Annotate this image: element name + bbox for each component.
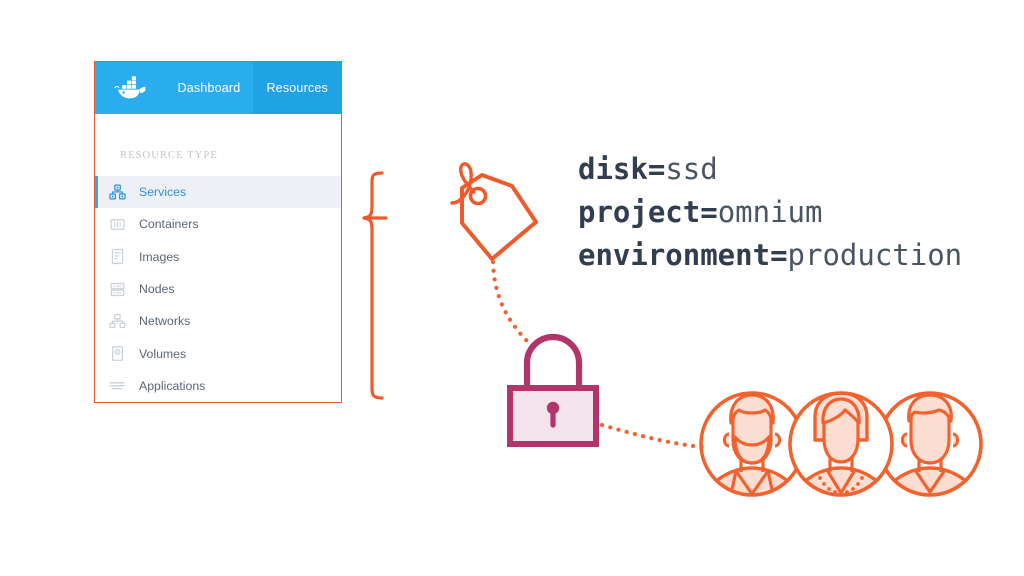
- sidebar-item-images-label: Images: [139, 249, 180, 264]
- sidebar-item-networks[interactable]: Networks: [95, 305, 341, 337]
- label-row-disk: disk=ssd: [578, 148, 962, 191]
- label-row-environment: environment=production: [578, 234, 962, 277]
- label-key-environment: environment: [578, 238, 771, 272]
- sidebar-item-applications[interactable]: Applications: [95, 370, 341, 402]
- price-tag-icon: [450, 162, 538, 261]
- services-icon: [95, 184, 139, 201]
- label-equals-1: =: [700, 195, 718, 229]
- images-icon: [95, 248, 139, 265]
- sidebar-item-nodes-label: Nodes: [139, 282, 175, 297]
- label-list: disk=ssd project=omnium environment=prod…: [578, 148, 962, 277]
- avatar-center: [788, 391, 894, 497]
- label-equals-2: =: [770, 238, 788, 272]
- docker-resources-panel: Dashboard Resources RESOURCE TYPE: [94, 61, 342, 403]
- sidebar-item-images[interactable]: Images: [95, 241, 341, 273]
- sidebar-item-networks-label: Networks: [139, 314, 191, 329]
- avatar-right: [877, 391, 983, 497]
- sidebar-item-services[interactable]: Services: [95, 176, 341, 209]
- tab-resources[interactable]: Resources: [253, 62, 341, 114]
- applications-icon: [95, 377, 139, 394]
- networks-icon: [95, 313, 139, 330]
- sidebar-item-volumes[interactable]: Volumes: [95, 337, 341, 369]
- sidebar-item-containers[interactable]: Containers: [95, 208, 341, 240]
- nodes-icon: [95, 281, 139, 298]
- panel-body: RESOURCE TYPE: [95, 114, 341, 402]
- resource-type-list: Services Containers: [95, 176, 341, 402]
- label-value-project: omnium: [717, 195, 823, 229]
- label-value-environment: production: [787, 238, 963, 272]
- label-key-project: project: [578, 195, 701, 229]
- three-users-icon: [699, 391, 983, 497]
- panel-topbar: Dashboard Resources: [95, 62, 341, 114]
- label-key-disk: disk: [578, 152, 648, 186]
- curly-brace-icon: [362, 171, 388, 400]
- avatar-left: [699, 391, 805, 497]
- dotted-connector-lock-to-people: [599, 422, 705, 450]
- tab-dashboard[interactable]: Dashboard: [164, 62, 253, 114]
- tab-resources-label: Resources: [266, 81, 328, 95]
- sidebar-item-services-label: Services: [139, 185, 187, 200]
- section-label-resource-type: RESOURCE TYPE: [120, 150, 218, 161]
- sidebar-item-nodes[interactable]: Nodes: [95, 273, 341, 305]
- volumes-icon: [95, 345, 139, 362]
- containers-icon: [95, 216, 139, 233]
- label-equals-0: =: [647, 152, 666, 186]
- sidebar-item-containers-label: Containers: [139, 217, 199, 232]
- sidebar-item-applications-label: Applications: [139, 378, 206, 393]
- tab-dashboard-label: Dashboard: [177, 81, 241, 95]
- label-value-disk: ssd: [665, 152, 718, 186]
- label-row-project: project=omnium: [578, 191, 962, 234]
- docker-whale-icon[interactable]: [95, 62, 164, 114]
- padlock-icon: [507, 333, 599, 447]
- sidebar-item-volumes-label: Volumes: [139, 346, 187, 361]
- dotted-connector-tag-to-lock: [490, 259, 530, 344]
